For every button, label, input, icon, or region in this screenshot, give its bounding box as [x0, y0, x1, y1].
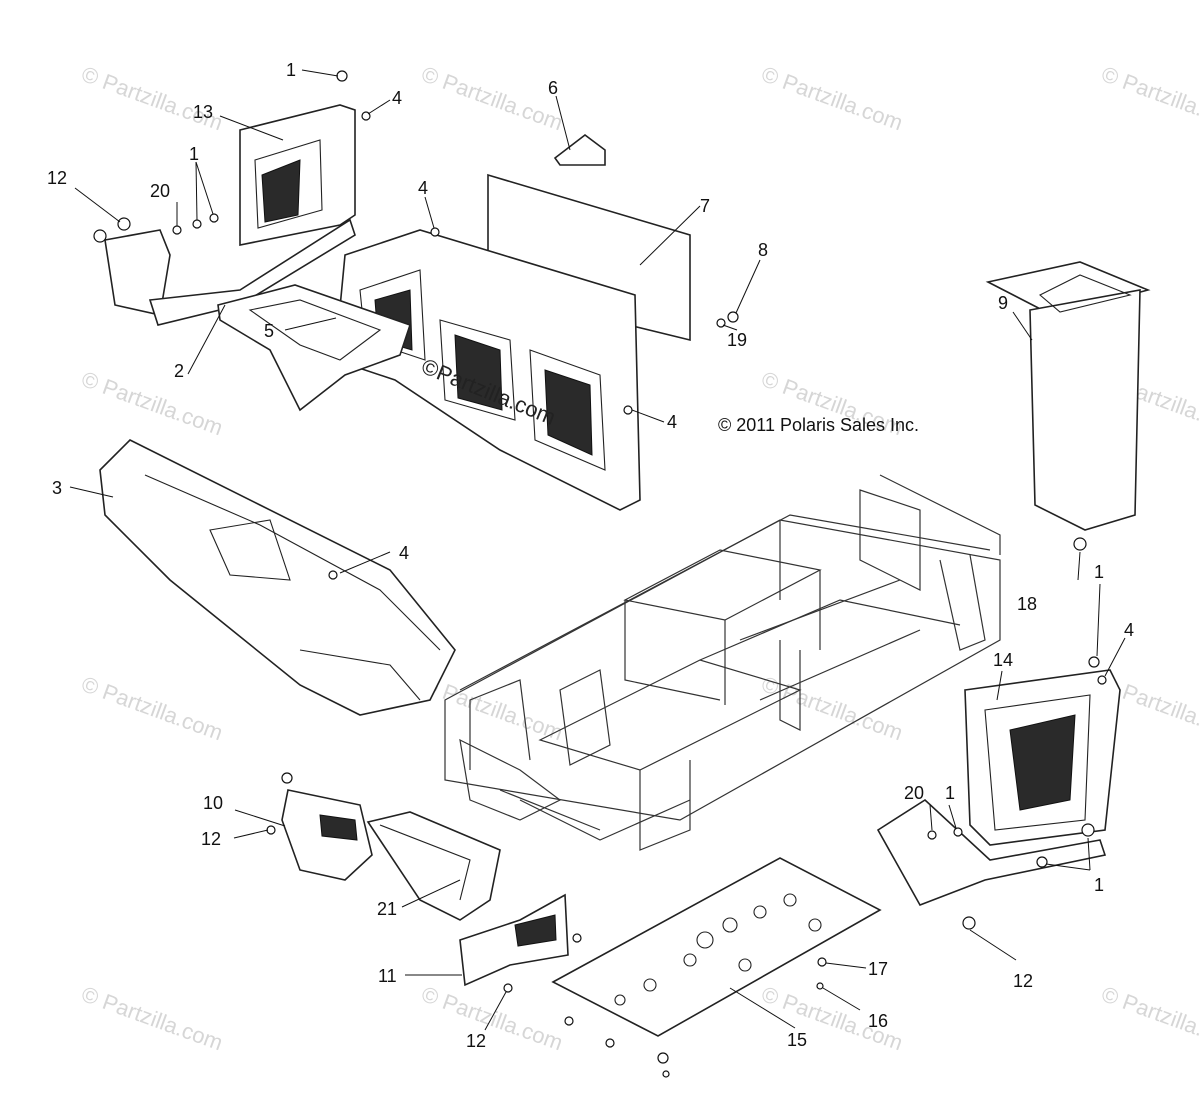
- watermark-13: © Partzilla.com: [418, 981, 566, 1055]
- callout-5: 5: [264, 321, 274, 341]
- left-bracket-10: [281, 789, 373, 881]
- callout-4-right: 4: [1124, 620, 1134, 640]
- watermark-5: © Partzilla.com: [78, 366, 226, 440]
- watermark-4: © Partzilla.com: [1098, 61, 1200, 135]
- callout-7: 7: [700, 196, 710, 216]
- skid-plate: [551, 857, 882, 1037]
- right-door-panel: [876, 669, 1121, 906]
- callout-1-top: 1: [286, 60, 296, 80]
- callout-9: 9: [998, 293, 1008, 313]
- callout-12-left-mid: 12: [201, 829, 221, 849]
- right-bracket-11: [459, 893, 569, 987]
- callout-16: 16: [868, 1011, 888, 1031]
- callout-12-bottom: 12: [466, 1031, 486, 1051]
- left-door-panel: [104, 104, 356, 326]
- callout-1-right-mid: 1: [945, 783, 955, 803]
- callout-4-bulkhead: 4: [667, 412, 677, 432]
- callout-2: 2: [174, 361, 184, 381]
- callout-1-right: 1: [1094, 562, 1104, 582]
- callout-1-right-low: 1: [1094, 875, 1104, 895]
- callout-12-topleft: 12: [47, 168, 67, 188]
- leader-lines: [69, 69, 1126, 1031]
- callout-6: 6: [548, 78, 558, 98]
- callout-18: 18: [1017, 594, 1037, 614]
- hardware: [93, 70, 1107, 1078]
- vehicle-frame: [444, 474, 1001, 851]
- callout-20-right: 20: [904, 783, 924, 803]
- callout-4-center: 4: [418, 178, 428, 198]
- callout-numbers: 1 4 13 12 20 1 6 7 4 8 19 5 9 2 4 3 4 18…: [47, 60, 1134, 1051]
- watermark-8: © Partzilla.com: [78, 671, 226, 745]
- callout-8: 8: [758, 240, 768, 260]
- callout-20-left: 20: [150, 181, 170, 201]
- center-cover: [217, 284, 412, 412]
- callout-1-left: 1: [189, 144, 199, 164]
- callout-10: 10: [203, 793, 223, 813]
- watermark-3: © Partzilla.com: [758, 61, 906, 135]
- watermark-15: © Partzilla.com: [1098, 981, 1200, 1055]
- callout-4-floor: 4: [399, 543, 409, 563]
- callout-11: 11: [378, 966, 397, 986]
- callout-3: 3: [52, 478, 62, 498]
- watermark-9: © Partzilla.com: [418, 671, 566, 745]
- callout-12-right: 12: [1013, 971, 1033, 991]
- watermark-12: © Partzilla.com: [78, 981, 226, 1055]
- callout-13: 13: [193, 102, 213, 122]
- callout-4-top: 4: [392, 88, 402, 108]
- front-floor: [99, 439, 456, 716]
- callout-21: 21: [377, 899, 397, 919]
- decal-6: [553, 133, 606, 166]
- watermark-2: © Partzilla.com: [418, 61, 566, 135]
- watermark-1: © Partzilla.com: [78, 61, 226, 135]
- callout-19: 19: [727, 330, 747, 350]
- duct-21: [366, 811, 501, 921]
- callout-14: 14: [993, 650, 1013, 670]
- storage-bin: [985, 261, 1151, 531]
- callout-15: 15: [787, 1030, 807, 1050]
- copyright-text: © 2011 Polaris Sales Inc.: [718, 415, 919, 435]
- callout-17: 17: [868, 959, 888, 979]
